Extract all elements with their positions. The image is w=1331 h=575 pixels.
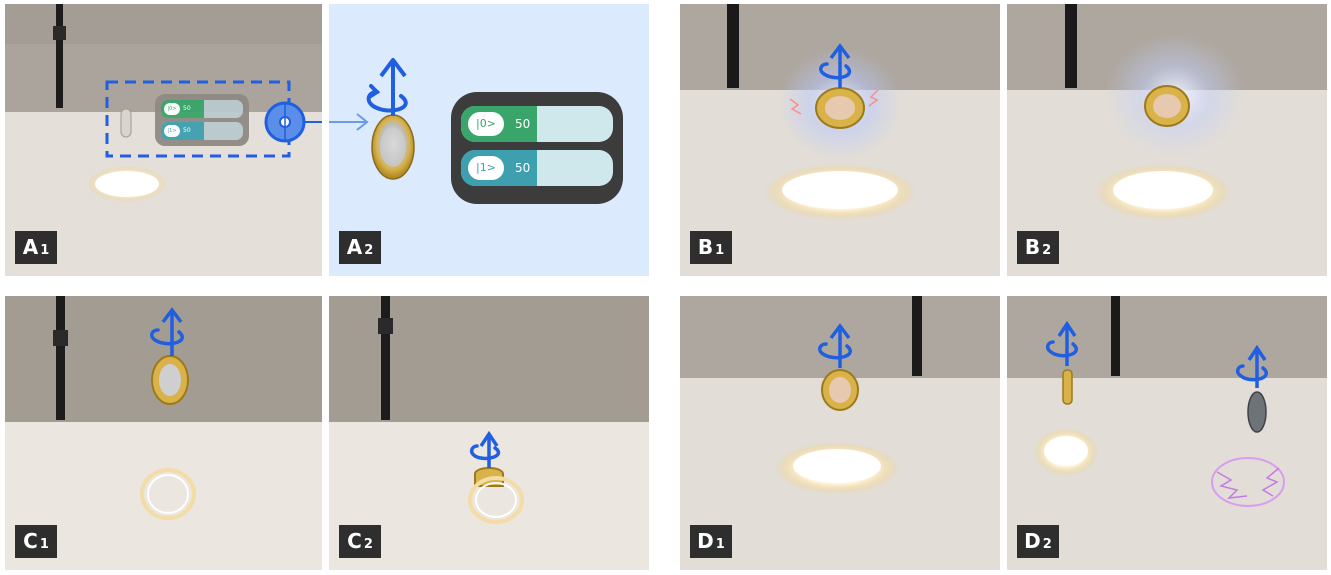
mini-row-0: |0> 50: [161, 100, 243, 118]
rotation-arrow: [818, 342, 852, 360]
scene-photo: [5, 296, 322, 570]
rotation-arrow: [150, 328, 184, 346]
rotation-arrow: [469, 444, 501, 461]
coin-right: [1247, 391, 1267, 433]
state-value-1: 50: [515, 161, 531, 175]
tripod-pole: [56, 296, 65, 420]
state-label-0: |0>: [468, 112, 504, 136]
coin-illustration: [329, 58, 415, 180]
tripod-pole: [727, 4, 739, 88]
tripod-pole: [912, 296, 922, 376]
quantum-state-card: |0> 50 |1> 50: [451, 92, 623, 204]
tripod-pole: [381, 296, 390, 420]
coin-left: [1062, 369, 1073, 405]
portal-ring: [140, 468, 196, 520]
mini-row-1: |1> 50: [161, 122, 243, 140]
state-value-0: 50: [515, 117, 531, 131]
state-label-1: |1>: [468, 156, 504, 180]
tripod-pole: [1065, 4, 1077, 88]
state-row-1: |1> 50: [461, 150, 613, 186]
scene-photo: [1007, 4, 1327, 276]
scene-photo: [1007, 296, 1327, 570]
purple-portal: [1211, 457, 1285, 507]
scene-photo: [329, 296, 649, 570]
tripod-pole: [56, 4, 63, 108]
scene-photo: [680, 296, 1000, 570]
mini-quantum-card: |0> 50 |1> 50: [155, 94, 249, 146]
state-row-0: |0> 50: [461, 106, 613, 142]
rotation-arrow: [819, 62, 852, 80]
coin-edge: [120, 108, 132, 138]
scene-photo: [680, 4, 1000, 276]
rotation-arrow-right: [1235, 364, 1268, 382]
portal-ring: [468, 476, 524, 524]
rotation-arrow-left: [1045, 340, 1078, 358]
tripod-pole: [1111, 296, 1120, 376]
